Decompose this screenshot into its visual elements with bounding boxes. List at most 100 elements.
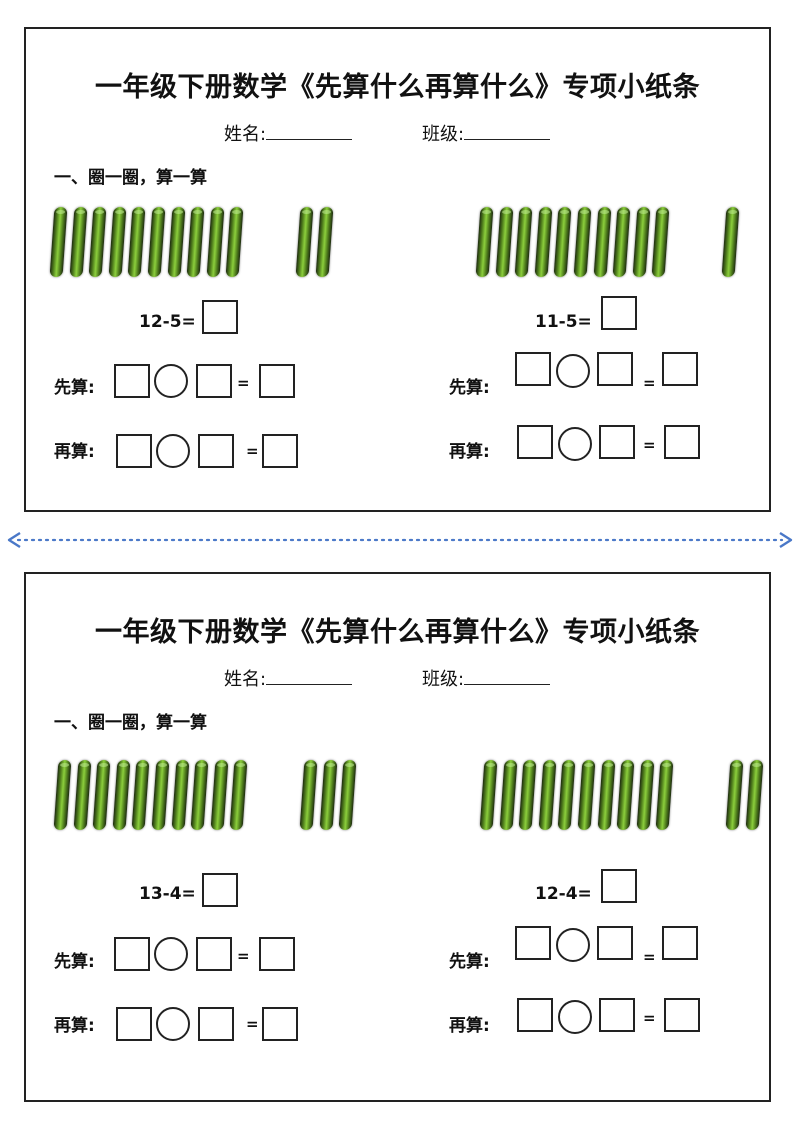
name-label: 姓名: — [224, 124, 267, 145]
worksheet-title: 一年级下册数学《先算什么再算什么》专项小纸条 — [95, 72, 700, 103]
step1-equals: = — [643, 948, 656, 966]
step1-operand-box[interactable] — [597, 926, 633, 960]
bundle-stick — [53, 760, 72, 830]
class-label: 班级: — [422, 124, 465, 145]
step1-label: 先算: — [449, 952, 490, 972]
bundle-stick — [612, 207, 631, 277]
step2-equals: = — [643, 1009, 656, 1027]
name-field[interactable]: 姓名: — [224, 120, 353, 146]
step2-operand-box[interactable] — [116, 1007, 152, 1041]
step2-operand-box[interactable] — [599, 425, 635, 459]
bundle-stick — [479, 760, 498, 830]
answer-box[interactable] — [202, 873, 238, 907]
bundle-stick — [616, 760, 635, 830]
bundle-stick — [225, 207, 244, 277]
bundle-stick — [651, 207, 670, 277]
step2-operand-box[interactable] — [517, 425, 553, 459]
bundle-stick — [229, 760, 248, 830]
bundle-stick — [636, 760, 655, 830]
step2-result-box[interactable] — [664, 425, 700, 459]
step2-result-box[interactable] — [262, 1007, 298, 1041]
step1-operator-circle[interactable] — [556, 354, 590, 388]
step1-operand-box[interactable] — [515, 352, 551, 386]
loose-stick — [338, 760, 357, 830]
step1-equals: = — [237, 374, 250, 392]
step2-operator-circle[interactable] — [558, 1000, 592, 1034]
bundle-stick — [534, 207, 553, 277]
bundle-stick — [210, 760, 229, 830]
bundle-stick — [495, 207, 514, 277]
step1-result-box[interactable] — [662, 352, 698, 386]
class-label: 班级: — [422, 669, 465, 690]
step2-operand-box[interactable] — [517, 998, 553, 1032]
step2-operator-circle[interactable] — [558, 427, 592, 461]
bundle-stick — [92, 760, 111, 830]
answer-box[interactable] — [202, 300, 238, 334]
section-heading: 一、圈一圈，算一算 — [54, 168, 207, 188]
step2-result-box[interactable] — [262, 434, 298, 468]
bundle-stick — [167, 207, 186, 277]
step2-operand-box[interactable] — [599, 998, 635, 1032]
loose-stick — [315, 207, 334, 277]
step1-operand-box[interactable] — [196, 937, 232, 971]
answer-box[interactable] — [601, 296, 637, 330]
bundle-stick — [538, 760, 557, 830]
step2-label: 再算: — [54, 442, 95, 462]
left-arrow-icon — [7, 531, 21, 549]
bundle-stick — [151, 760, 170, 830]
step2-operand-box[interactable] — [198, 434, 234, 468]
step1-result-box[interactable] — [259, 364, 295, 398]
step2-operator-circle[interactable] — [156, 1007, 190, 1041]
worksheet-card-2: 一年级下册数学《先算什么再算什么》专项小纸条 姓名: 班级: 一、圈一圈，算一算… — [24, 572, 771, 1102]
step2-operand-box[interactable] — [116, 434, 152, 468]
answer-box[interactable] — [601, 869, 637, 903]
bundle-stick — [597, 760, 616, 830]
bundle-stick — [518, 760, 537, 830]
loose-stick — [295, 207, 314, 277]
bundle-stick — [655, 760, 674, 830]
bundle-stick — [127, 207, 146, 277]
step1-label: 先算: — [54, 952, 95, 972]
step1-operand-box[interactable] — [196, 364, 232, 398]
bundle-stick — [475, 207, 494, 277]
bundle-stick — [108, 207, 127, 277]
step1-operator-circle[interactable] — [556, 928, 590, 962]
step2-operator-circle[interactable] — [156, 434, 190, 468]
cut-line-divider — [7, 531, 793, 549]
step1-operator-circle[interactable] — [154, 364, 188, 398]
step1-result-box[interactable] — [259, 937, 295, 971]
step2-operand-box[interactable] — [198, 1007, 234, 1041]
counting-sticks — [475, 207, 748, 277]
name-blank[interactable] — [266, 666, 353, 685]
class-field[interactable]: 班级: — [422, 120, 551, 146]
right-arrow-icon — [779, 531, 793, 549]
bundle-stick — [73, 760, 92, 830]
step2-label: 再算: — [449, 1016, 490, 1036]
class-blank[interactable] — [464, 666, 551, 685]
class-blank[interactable] — [464, 121, 551, 140]
class-field[interactable]: 班级: — [422, 665, 551, 691]
bundle-stick — [131, 760, 150, 830]
step1-result-box[interactable] — [662, 926, 698, 960]
step1-operand-box[interactable] — [114, 937, 150, 971]
name-blank[interactable] — [266, 121, 353, 140]
step1-operand-box[interactable] — [114, 364, 150, 398]
bundle-stick — [147, 207, 166, 277]
step2-result-box[interactable] — [664, 998, 700, 1032]
name-label: 姓名: — [224, 669, 267, 690]
name-field[interactable]: 姓名: — [224, 665, 353, 691]
expression: 12-4= — [535, 884, 592, 904]
bundle-stick — [88, 207, 107, 277]
loose-stick — [745, 760, 764, 830]
step2-equals: = — [246, 442, 259, 460]
loose-stick — [299, 760, 318, 830]
step1-operator-circle[interactable] — [154, 937, 188, 971]
section-heading: 一、圈一圈，算一算 — [54, 713, 207, 733]
bundle-stick — [69, 207, 88, 277]
step1-operand-box[interactable] — [597, 352, 633, 386]
step1-operand-box[interactable] — [515, 926, 551, 960]
step1-label: 先算: — [54, 378, 95, 398]
bundle-stick — [557, 760, 576, 830]
counting-sticks — [479, 760, 764, 830]
worksheet-title: 一年级下册数学《先算什么再算什么》专项小纸条 — [95, 617, 700, 648]
